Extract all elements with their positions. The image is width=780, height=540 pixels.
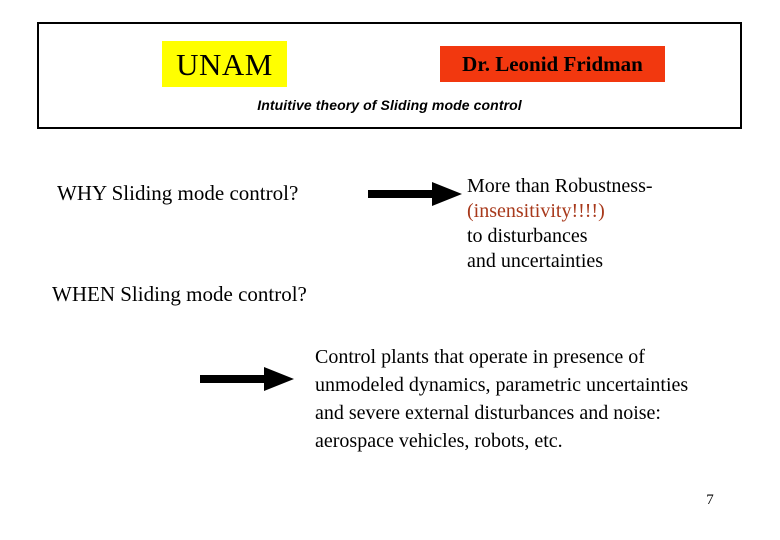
page-number: 7 xyxy=(706,492,714,508)
answer-line-insensitivity: (insensitivity!!!!) xyxy=(467,200,605,222)
question-why-sliding-mode: WHY Sliding mode control? xyxy=(57,181,299,205)
detail-control-plants-block: Control plants that operate in presence … xyxy=(315,343,780,455)
answer-line: and uncertainties xyxy=(467,250,604,272)
slide-subtitle: Intuitive theory of Sliding mode control xyxy=(257,97,522,113)
detail-line: unmodeled dynamics, parametric uncertain… xyxy=(315,374,689,396)
slide-header-frame: UNAM Dr. Leonid Fridman Intuitive theory… xyxy=(37,22,742,129)
answer-line: More than Robustness- xyxy=(467,175,653,197)
answer-robustness-block: More than Robustness- (insensitivity!!!!… xyxy=(467,174,767,274)
unam-badge-label: UNAM xyxy=(176,46,273,82)
right-arrow-icon xyxy=(368,180,464,213)
detail-line: Control plants that operate in presence … xyxy=(315,346,645,368)
right-arrow-icon xyxy=(200,365,296,398)
question-when-sliding-mode: WHEN Sliding mode control? xyxy=(52,282,307,306)
detail-line: and severe external disturbances and noi… xyxy=(315,402,661,424)
detail-line: aerospace vehicles, robots, etc. xyxy=(315,430,563,452)
presenter-badge-label: Dr. Leonid Fridman xyxy=(462,51,643,76)
presenter-name-badge: Dr. Leonid Fridman xyxy=(440,46,665,82)
unam-logo-badge: UNAM xyxy=(162,41,287,87)
answer-line: to disturbances xyxy=(467,225,588,247)
